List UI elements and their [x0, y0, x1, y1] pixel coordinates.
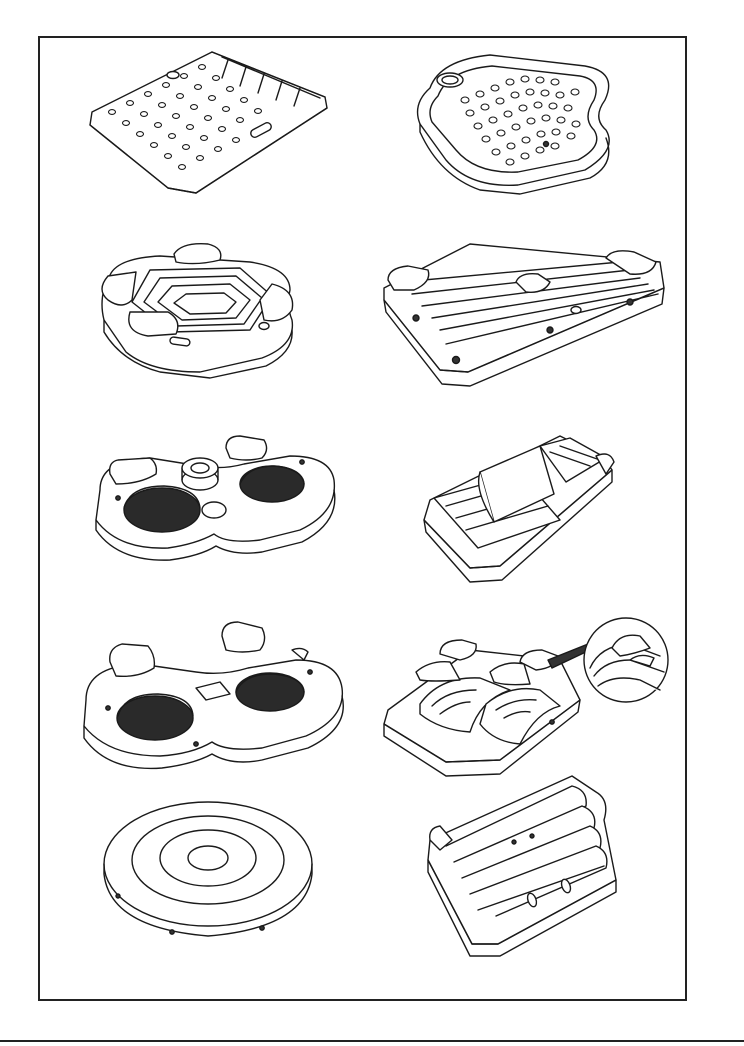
panel-lounge-pool-island [418, 55, 610, 194]
panel-hexagon-island [102, 244, 293, 378]
panel-backrest-lounger [424, 436, 614, 582]
panel-ridged-chair [428, 776, 616, 956]
panel-round-disc [104, 802, 312, 936]
panel-double-tube-cooler [96, 436, 335, 560]
panel-dual-lounger-detail [384, 618, 668, 776]
panel-floating-deck [384, 244, 664, 386]
panel-double-tube-cup [84, 622, 343, 768]
panel-mat-with-pillows [90, 52, 327, 193]
